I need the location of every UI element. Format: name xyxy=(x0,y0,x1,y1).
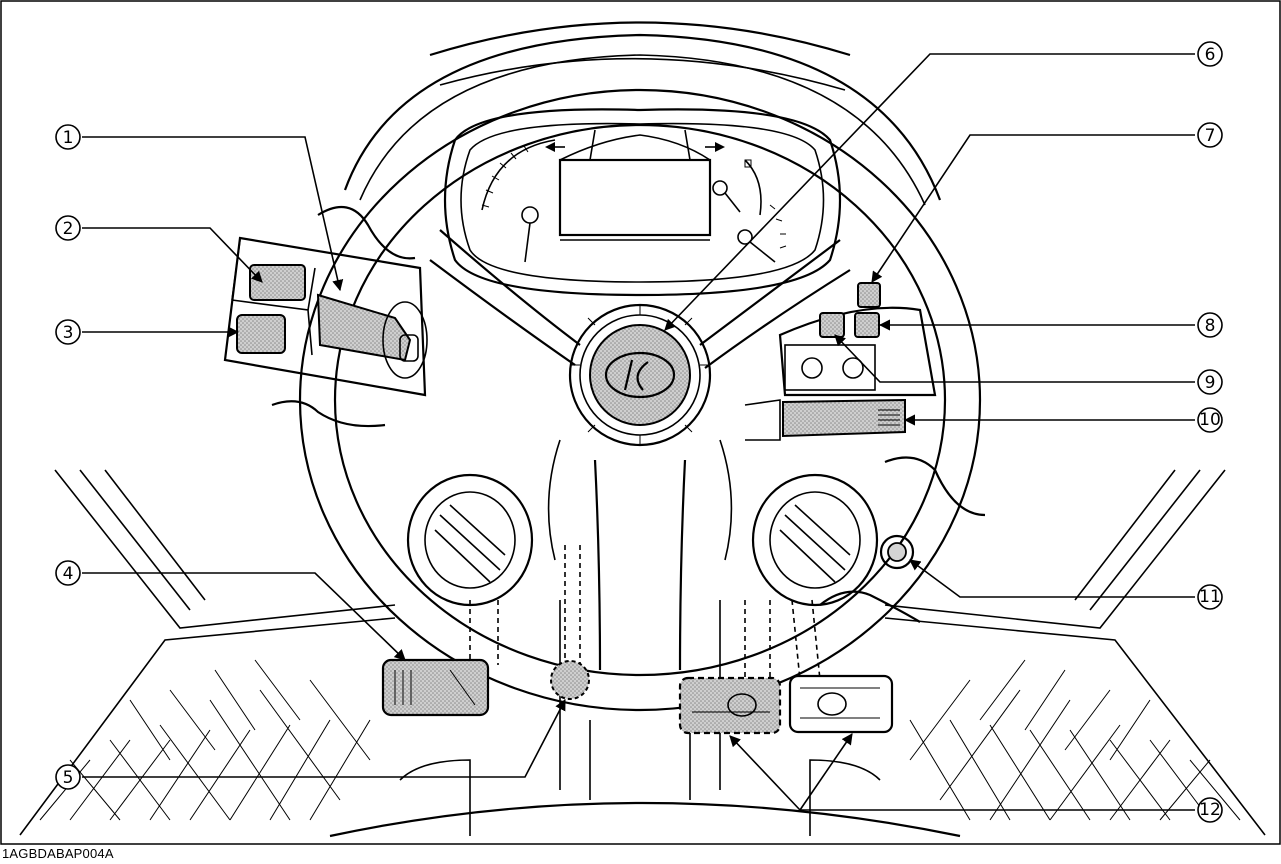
pedal-links xyxy=(470,545,820,680)
figure-code: 1AGBDABAP004A xyxy=(2,846,114,861)
air-vent-left xyxy=(408,475,532,605)
lever-10 xyxy=(783,400,905,436)
switch-2-hazard xyxy=(250,265,305,300)
horn-pad xyxy=(570,305,710,445)
callout-7: 7 xyxy=(1198,123,1222,147)
svg-text:8: 8 xyxy=(1205,316,1216,336)
leader-lines xyxy=(82,54,1195,810)
callout-3: 3 xyxy=(56,320,80,344)
switch-8 xyxy=(855,313,879,337)
svg-text:10: 10 xyxy=(1199,410,1221,430)
pedal-12-left xyxy=(680,678,780,733)
svg-text:2: 2 xyxy=(63,219,74,239)
foot-control-5 xyxy=(551,661,589,699)
svg-text:1: 1 xyxy=(63,128,74,148)
callout-11: 11 xyxy=(1198,585,1222,609)
svg-text:6: 6 xyxy=(1205,45,1216,65)
key-switch xyxy=(881,536,913,568)
svg-text:3: 3 xyxy=(63,323,74,343)
callout-2: 2 xyxy=(56,216,80,240)
instrument-panel xyxy=(445,109,840,295)
callout-9: 9 xyxy=(1198,370,1222,394)
switch-7 xyxy=(858,283,880,307)
break-line-2 xyxy=(272,401,385,426)
callout-5: 5 xyxy=(56,765,80,789)
switch-3 xyxy=(237,315,285,353)
callout-8: 8 xyxy=(1198,313,1222,337)
switch-9 xyxy=(820,313,844,337)
callout-10: 10 xyxy=(1198,408,1222,432)
svg-text:9: 9 xyxy=(1205,373,1216,393)
callout-12: 12 xyxy=(1198,798,1222,822)
callout-1: 1 xyxy=(56,125,80,149)
dashboard-shell xyxy=(345,23,940,206)
svg-text:7: 7 xyxy=(1205,126,1216,146)
floor-mat-right xyxy=(885,470,1265,835)
pedal-4-clutch xyxy=(383,660,488,715)
left-switch-panel xyxy=(225,238,427,395)
pedal-12-right xyxy=(790,676,892,732)
callout-6: 6 xyxy=(1198,42,1222,66)
svg-text:5: 5 xyxy=(63,768,74,788)
svg-text:4: 4 xyxy=(63,564,74,584)
svg-text:11: 11 xyxy=(1199,587,1221,607)
air-vent-right xyxy=(753,475,877,605)
callout-4: 4 xyxy=(56,561,80,585)
svg-text:12: 12 xyxy=(1199,800,1221,820)
right-switch-cluster xyxy=(745,283,935,440)
